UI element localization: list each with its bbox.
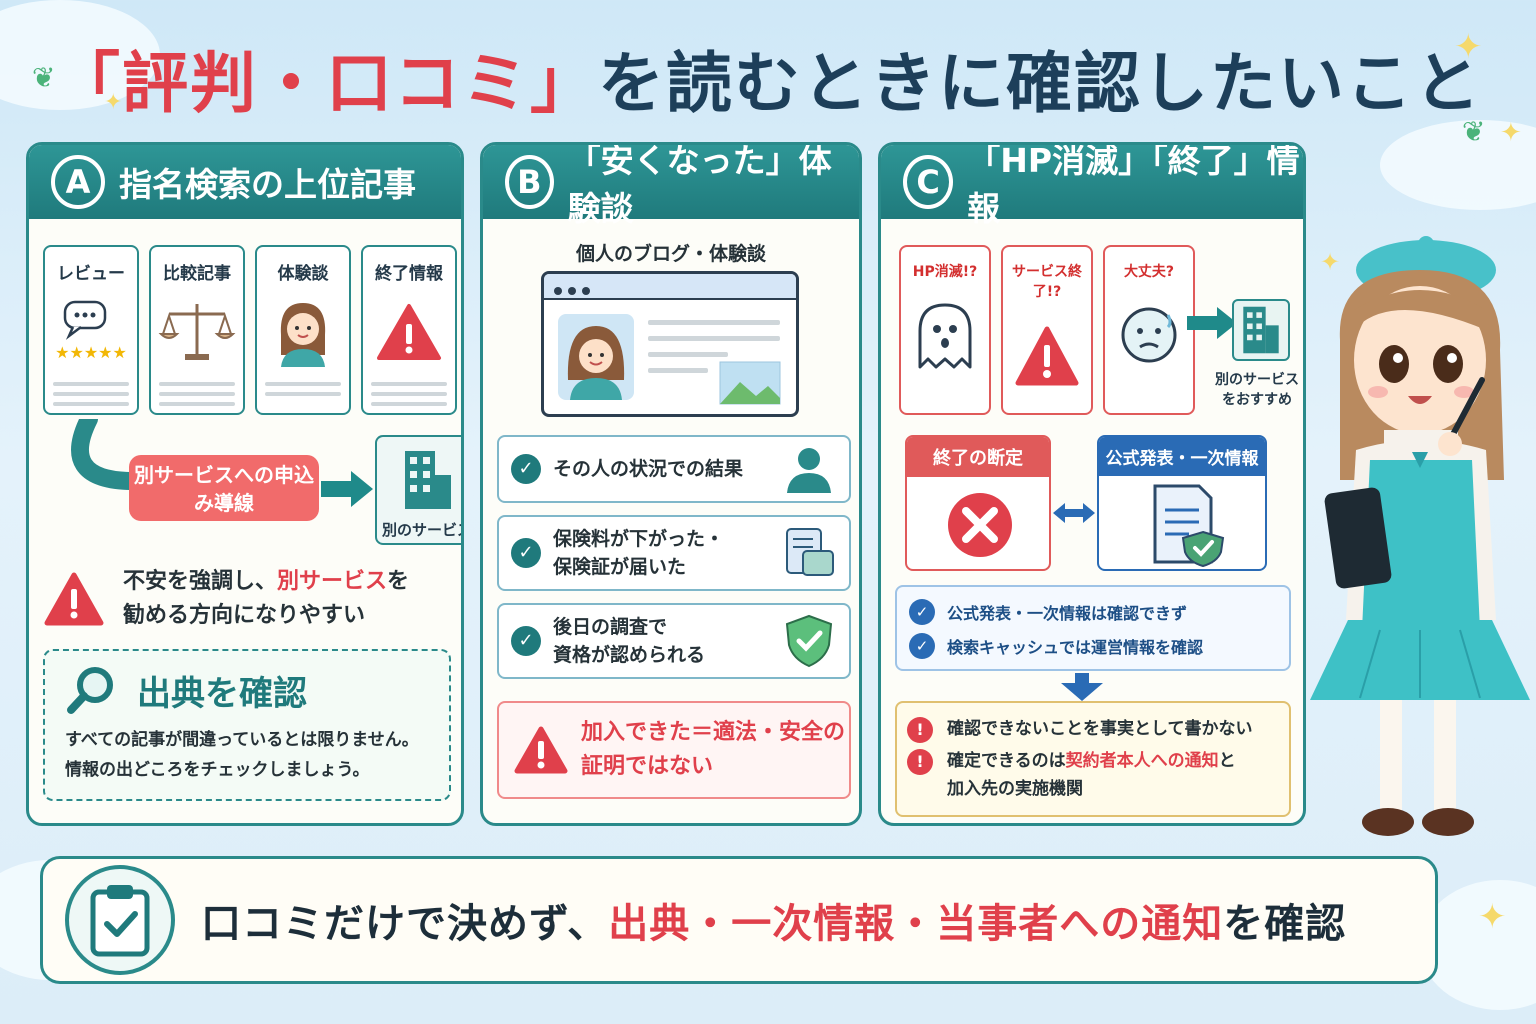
document-card-icon	[786, 528, 834, 576]
panel-c-heading: 「HP消滅」「終了」情報	[967, 142, 1300, 228]
panel-c-badge: C	[903, 155, 954, 209]
recommend-other: 別のサービス をおすすめ	[1207, 299, 1303, 409]
title-highlight: 「評判・口コミ」	[54, 45, 598, 122]
card-termination: 終了情報	[361, 245, 457, 415]
summary-text: 口コミだけで決めず、出典・一次情報・当事者への通知を確認	[201, 901, 1347, 947]
official-info-title: 公式発表・一次情報	[1099, 437, 1265, 476]
check-source-title: 出典を確認	[65, 665, 429, 715]
check-source-text: すべての記事が間違っているとは限りません。 情報の出どころをチェックしましょう。	[65, 730, 419, 780]
person-icon	[263, 292, 343, 370]
redirect-flow: 別サービスへの申込み導線 別のサービス	[59, 419, 461, 545]
check-icon: ✓	[511, 538, 541, 568]
panel-b-heading: 「安くなった」体験談	[567, 142, 832, 228]
exclamation-icon: !	[907, 717, 933, 743]
curve-arrow-icon	[71, 419, 138, 490]
double-arrow-icon	[1053, 503, 1095, 523]
card-experience: 体験談	[255, 245, 351, 415]
article-cards: レビュー ★★★★★ 比較記事 体験談 終了情報	[43, 245, 457, 415]
panel-a-header: A 指名検索の上位記事	[29, 145, 461, 219]
check-item: ✓ 後日の調査で資格が認められる	[497, 603, 851, 679]
termination-claim-title: 終了の断定	[907, 437, 1049, 477]
panel-b-header: B 「安くなった」体験談	[483, 145, 859, 228]
card-review: レビュー ★★★★★	[43, 245, 139, 415]
note-item: !確認できないことを事実として書かない	[907, 715, 1279, 743]
official-check-list: ✓公式発表・一次情報は確認できず ✓検索キャッシュでは運営情報を確認	[895, 585, 1291, 671]
panel-a: A 指名検索の上位記事 レビュー ★★★★★ 比較記事 体験談 終了情報	[26, 142, 464, 826]
warning-icon	[44, 572, 104, 626]
worried-face-icon	[1121, 307, 1177, 363]
sprout-icon: ❦	[32, 61, 56, 94]
browser-bar	[544, 274, 796, 300]
speech-bubble-icon: ★★★★★	[51, 292, 131, 370]
sprout-icon: ❦	[1462, 115, 1486, 148]
sparkle-icon: ✦	[104, 90, 123, 115]
summary-banner: 口コミだけで決めず、出典・一次情報・当事者への通知を確認	[40, 856, 1438, 984]
guide-character	[1310, 236, 1530, 836]
ghost-icon	[918, 303, 972, 369]
scale-icon	[157, 292, 237, 370]
sparkle-icon: ✦	[1320, 248, 1341, 276]
shield-check-icon	[785, 614, 833, 668]
official-info-box: 公式発表・一次情報	[1097, 435, 1267, 571]
panel-c: C 「HP消滅」「終了」情報 HP消滅!? サービス終了!? 大丈夫? 別のサー…	[878, 142, 1306, 826]
panel-b-badge: B	[505, 155, 554, 209]
card-hp-gone: HP消滅!?	[899, 245, 991, 415]
card-comparison: 比較記事	[149, 245, 245, 415]
check-item: ✓公式発表・一次情報は確認できず	[909, 595, 1277, 629]
sparkle-icon: ✦	[1478, 897, 1507, 937]
check-item: ✓ その人の状況での結果	[497, 435, 851, 503]
check-icon: ✓	[511, 454, 541, 484]
blog-title: 個人のブログ・体験談	[575, 243, 766, 265]
blog-content	[558, 314, 781, 405]
warning-a-text: 不安を強調し、別サービスを 勧める方向になりやすい	[123, 569, 410, 628]
arrow-right-icon	[321, 471, 373, 507]
other-service-box: 別のサービス	[375, 435, 464, 545]
magnifier-icon	[67, 667, 113, 714]
panel-a-heading: 指名検索の上位記事	[119, 165, 416, 204]
other-service-label: 別のサービス	[381, 521, 464, 539]
card-service-end: サービス終了!?	[1001, 245, 1093, 415]
arrow-down-icon	[1061, 673, 1103, 701]
browser-window	[541, 271, 799, 417]
arrow-right-icon	[1187, 307, 1237, 339]
warning-icon	[369, 292, 449, 370]
termination-claim-box: 終了の断定	[905, 435, 1051, 571]
exclamation-icon: !	[907, 749, 933, 775]
card-ok: 大丈夫?	[1103, 245, 1195, 415]
application-route-label: 別サービスへの申込み導線	[129, 455, 319, 521]
caution-notes: !確認できないことを事実として書かない ! 確定できるのは契約者本人への通知と加…	[895, 701, 1291, 817]
card-label: 比較記事	[163, 264, 231, 284]
warning-b-text: 加入できた＝適法・安全の 証明ではない	[581, 720, 846, 779]
title-rest: を読むときに確認したいこと	[598, 45, 1482, 122]
sparkle-icon: ✦	[1454, 27, 1483, 67]
panel-a-badge: A	[51, 155, 105, 209]
page-title: 「評判・口コミ」を読むときに確認したいこと	[0, 30, 1536, 126]
building-icon	[1232, 299, 1290, 361]
cross-icon	[948, 493, 1012, 557]
warning-a: 不安を強調し、別サービスを 勧める方向になりやすい	[43, 565, 409, 633]
svg-text:★★★★★: ★★★★★	[55, 343, 127, 362]
check-source-box: 出典を確認 すべての記事が間違っているとは限りません。 情報の出どころをチェック…	[43, 649, 451, 801]
warning-b: 加入できた＝適法・安全の 証明ではない	[497, 701, 851, 799]
document-shield-icon	[1153, 484, 1225, 568]
cloud	[1380, 120, 1536, 210]
note-item: ! 確定できるのは契約者本人への通知と加入先の実施機関	[907, 747, 1279, 803]
sparkle-icon: ✦	[1500, 118, 1522, 148]
card-label: 体験談	[277, 264, 329, 284]
building-icon	[405, 451, 451, 509]
warning-icon	[1015, 326, 1079, 386]
panel-c-header: C 「HP消滅」「終了」情報	[881, 145, 1303, 228]
check-item: ✓ 保険料が下がった・保険証が届いた	[497, 515, 851, 591]
cloud	[0, 0, 160, 110]
user-icon	[787, 448, 831, 493]
warning-icon	[514, 726, 568, 774]
check-icon: ✓	[909, 633, 935, 659]
clipboard-check-icon	[65, 865, 175, 975]
check-icon: ✓	[511, 626, 541, 656]
check-icon: ✓	[909, 599, 935, 625]
card-label: 終了情報	[375, 264, 443, 284]
panel-b: B 「安くなった」体験談 個人のブログ・体験談 ✓ その人の状況での結果 ✓ 保…	[480, 142, 862, 826]
check-item: ✓検索キャッシュでは運営情報を確認	[909, 629, 1277, 663]
card-label: レビュー	[57, 264, 125, 284]
